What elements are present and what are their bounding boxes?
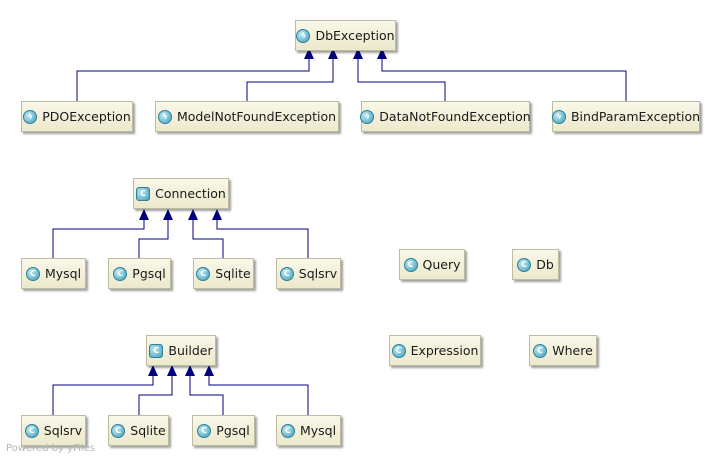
node-db[interactable]: C Db [512, 249, 559, 280]
arrowhead [188, 209, 198, 220]
node-builder[interactable]: C Builder [146, 335, 216, 366]
exception-icon: ϟ [23, 109, 38, 124]
exception-icon: ϟ [551, 109, 566, 124]
class-icon: C [24, 423, 39, 438]
class-icon: C [113, 266, 128, 281]
edge-pgsql-builder [189, 376, 224, 415]
node-label: Pgsql [216, 423, 250, 438]
edge-mysql-connection [52, 220, 145, 258]
edge-modelnotfound-dbexception [246, 58, 334, 101]
class-icon: C [517, 257, 532, 272]
node-label: ModelNotFoundException [176, 109, 337, 124]
exception-icon: ϟ [157, 109, 172, 124]
arrowhead [167, 365, 177, 376]
edge-sqlite-connection [192, 220, 224, 258]
edge-pdoexception-dbexception [76, 58, 310, 101]
arrowhead [377, 48, 387, 59]
arrowhead [163, 209, 173, 220]
edge-mysql-builder [208, 376, 309, 415]
arrowhead [139, 209, 149, 220]
node-where[interactable]: C Where [529, 335, 597, 366]
node-connection-pgsql[interactable]: C Pgsql [108, 258, 171, 289]
class-icon: C [391, 343, 406, 358]
node-label: Builder [168, 343, 213, 358]
class-icon: C [280, 423, 295, 438]
node-label: Connection [155, 186, 226, 201]
arrowhead [204, 365, 214, 376]
class-icon: C [279, 266, 294, 281]
node-query[interactable]: C Query [399, 249, 465, 280]
node-builder-mysql[interactable]: C Mysql [276, 415, 341, 446]
node-label: Where [552, 343, 593, 358]
node-label: PDOException [42, 109, 131, 124]
arrowhead [212, 209, 222, 220]
node-label: Sqlite [215, 266, 251, 281]
node-datanotfoundexception[interactable]: ϟ DataNotFoundException [360, 101, 531, 132]
edge-bindparam-dbexception [381, 58, 627, 101]
class-icon: C [25, 266, 40, 281]
node-connection-mysql[interactable]: C Mysql [21, 258, 86, 289]
class-icon: C [533, 343, 548, 358]
node-bindparamexception[interactable]: ϟ BindParamException [551, 101, 701, 132]
node-label: Mysql [299, 423, 337, 438]
class-icon: C [111, 423, 126, 438]
node-label: Sqlsrv [298, 266, 338, 281]
exception-icon: ϟ [360, 109, 375, 124]
edge-sqlsrv-connection [216, 220, 309, 258]
edge-datanotfound-dbexception [357, 58, 446, 101]
node-label: DbException [315, 28, 395, 43]
arrowhead [148, 365, 158, 376]
node-label: BindParamException [570, 109, 701, 124]
node-expression[interactable]: C Expression [389, 335, 481, 366]
exception-icon: ϟ [296, 28, 311, 43]
edge-sqlsrv-builder [52, 376, 154, 415]
node-connection-sqlsrv[interactable]: C Sqlsrv [276, 258, 341, 289]
node-label: Query [422, 257, 461, 272]
node-connection-sqlite[interactable]: C Sqlite [193, 258, 254, 289]
node-label: DataNotFoundException [379, 109, 531, 124]
node-label: Sqlsrv [43, 423, 83, 438]
abstract-class-icon: C [136, 186, 151, 201]
node-builder-sqlite[interactable]: C Sqlite [108, 415, 169, 446]
watermark: Powered by yFiles [6, 443, 95, 454]
arrowhead [185, 365, 195, 376]
arrowhead [353, 48, 363, 59]
node-modelnotfoundexception[interactable]: ϟ ModelNotFoundException [155, 101, 339, 132]
node-builder-pgsql[interactable]: C Pgsql [192, 415, 255, 446]
node-dbexception[interactable]: ϟ DbException [295, 20, 396, 51]
abstract-class-icon: C [149, 343, 164, 358]
class-icon: C [403, 257, 418, 272]
arrowhead [328, 48, 338, 59]
node-label: Pgsql [132, 266, 166, 281]
class-icon: C [197, 423, 212, 438]
node-connection[interactable]: C Connection [133, 178, 229, 209]
class-icon: C [196, 266, 211, 281]
edge-pgsql-connection [138, 220, 169, 258]
node-label: Expression [410, 343, 479, 358]
node-pdoexception[interactable]: ϟ PDOException [21, 101, 133, 132]
node-builder-sqlsrv[interactable]: C Sqlsrv [21, 415, 86, 446]
node-label: Mysql [44, 266, 82, 281]
node-label: Db [536, 257, 554, 272]
arrowhead [304, 48, 314, 59]
node-label: Sqlite [130, 423, 166, 438]
edge-sqlite-builder [138, 376, 173, 415]
